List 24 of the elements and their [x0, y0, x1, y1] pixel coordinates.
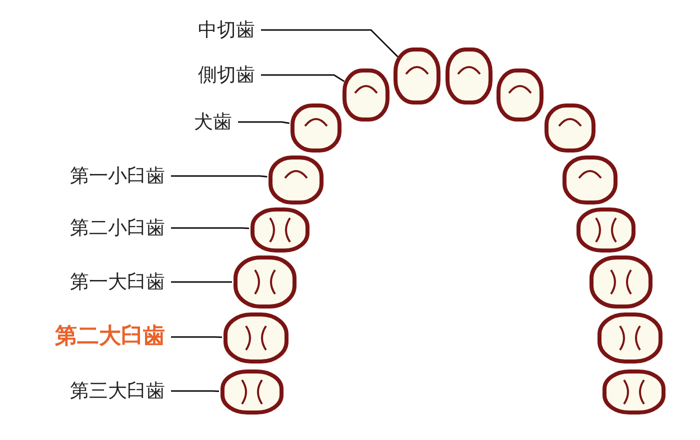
tooth-label: 中切歯	[198, 18, 255, 42]
tooth-label: 側切歯	[198, 63, 255, 87]
leader-line	[171, 390, 220, 392]
tooth-label: 第二大臼歯	[55, 325, 165, 349]
leader-line	[261, 74, 345, 82]
tooth-drawing	[220, 370, 284, 414]
leader-line	[171, 175, 268, 178]
tooth-drawing	[394, 48, 440, 104]
tooth-drawing	[224, 312, 288, 364]
tooth-label: 第一小臼歯	[70, 164, 165, 188]
tooth-label: 第一大臼歯	[70, 270, 165, 294]
tooth-label: 第二小臼歯	[70, 216, 165, 240]
leader-line	[238, 121, 290, 124]
tooth-drawing	[268, 156, 324, 204]
leader-line	[171, 336, 222, 338]
leader-line	[171, 281, 232, 283]
tooth-drawing	[250, 208, 310, 252]
tooth-label: 第三大臼歯	[70, 379, 165, 403]
tooth-drawing	[342, 68, 390, 122]
leader-line	[171, 227, 250, 230]
tooth-drawing	[290, 104, 342, 152]
leader-line	[261, 29, 398, 58]
tooth-label: 犬歯	[194, 110, 232, 134]
tooth-drawing	[234, 256, 296, 308]
